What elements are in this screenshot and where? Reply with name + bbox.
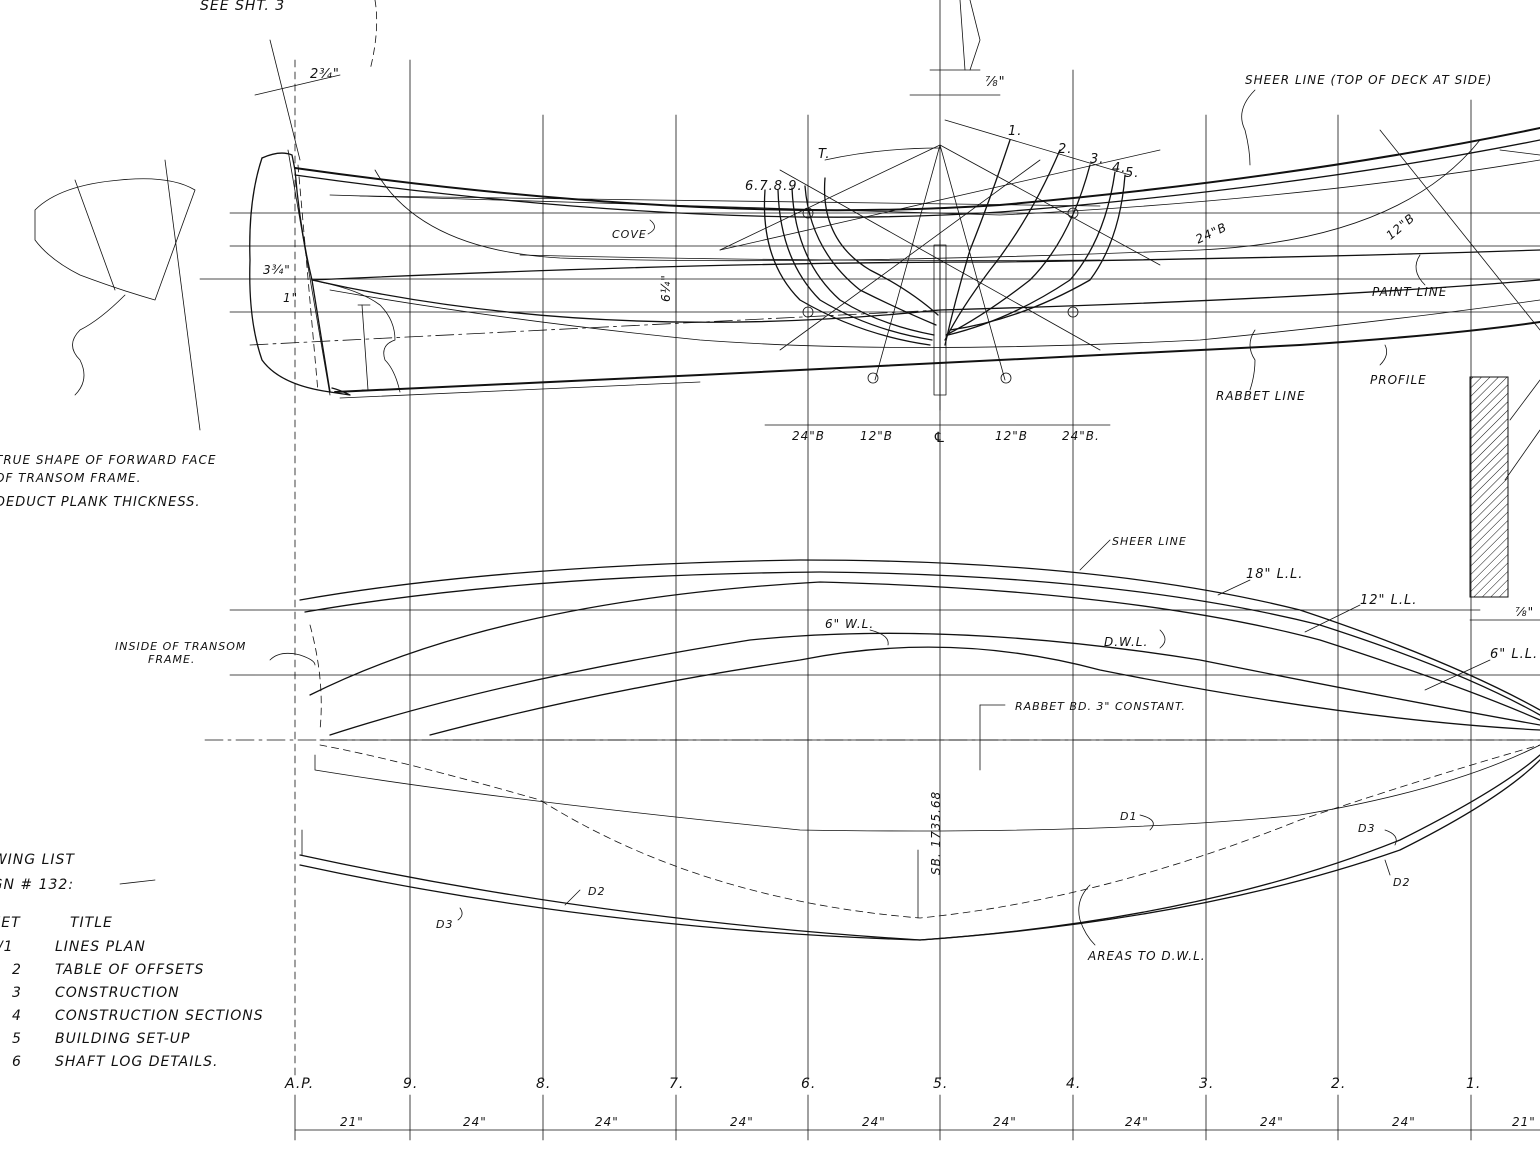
drawing-list-title-item-4: CONSTRUCTION SECTIONS [55, 1008, 264, 1024]
inside-transom-1: INSIDE OF TRANSOM [115, 640, 246, 653]
diagonals-plan [34, 159, 1540, 946]
drawing-list-title-item-3: CONSTRUCTION [55, 985, 180, 1001]
spacing-0: 21" [340, 1115, 364, 1129]
body-bottom-5: 24"B. [1062, 429, 1100, 443]
drawing-list-sheet-3: 3 [12, 985, 22, 1001]
drawing-list-sheet-2: 2 [12, 962, 22, 978]
drawing-list-sheet-5: 5 [12, 1031, 22, 1047]
body-stations-left: 6.7.8.9. [745, 179, 803, 194]
dim-7-8-right: ⅞" [1515, 605, 1534, 619]
station-2: 2. [1331, 1076, 1346, 1092]
station-5: 5. [933, 1076, 948, 1092]
dim-1: 1" [283, 291, 298, 305]
spacing-4: 24" [862, 1115, 886, 1129]
spacing-5: 24" [993, 1115, 1017, 1129]
drawing-list-col-sheet: SHEET [0, 915, 21, 931]
hb-18ll: 18" L.L. [1246, 567, 1303, 582]
station-ap: A.P. [284, 1076, 314, 1092]
rabbet-line-label: RABBET LINE [1216, 389, 1306, 403]
body-st5: 5. [1125, 166, 1139, 181]
hb-dwl: D.W.L. [1104, 635, 1148, 649]
areas-note: AREAS TO D.W.L. [1087, 949, 1206, 963]
spacing-3: 24" [730, 1115, 754, 1129]
spacing-2: 24" [595, 1115, 619, 1129]
drawing-list-title-item-1: LINES PLAN [55, 939, 146, 955]
rabbet-note: RABBET BD. 3" CONSTANT. [1015, 700, 1186, 713]
drawing-list-col-title: TITLE [70, 915, 113, 931]
diag-d2-left: D2 [588, 885, 605, 898]
hb-6ll: 6" L.L. [1490, 647, 1538, 662]
diag-d3-left: D3 [436, 918, 453, 931]
baseline-dimensions [294, 1094, 1540, 1141]
drawing-list-title-2: DESIGN # 132: [0, 877, 74, 893]
station-6: 6. [801, 1076, 816, 1092]
drawing-list-title-1: DRAWING LIST [0, 852, 75, 868]
body-st2: 2. [1058, 142, 1072, 157]
sheer-line-label: SHEER LINE (TOP OF DECK AT SIDE) [1245, 73, 1492, 87]
dim-3-3-4: 3¾" [263, 263, 291, 277]
body-transom-label: T. [818, 147, 831, 162]
diag-d2-right: D2 [1393, 876, 1410, 889]
station-grid [409, 0, 1472, 1081]
station-8: 8. [536, 1076, 551, 1092]
hb-12ll: 12" L.L. [1360, 593, 1417, 608]
body-st1: 1. [1008, 124, 1022, 139]
profile-label: PROFILE [1370, 373, 1427, 387]
transom-note-1: TRUE SHAPE OF FORWARD FACE [0, 453, 216, 467]
dim-6-1-4: 6¼" [659, 274, 673, 302]
paint-line-label: PAINT LINE [1372, 285, 1447, 299]
spacing-7: 24" [1260, 1115, 1284, 1129]
hb-sheer-line: SHEER LINE [1112, 535, 1187, 548]
transom-note-2: OF TRANSOM FRAME. [0, 471, 141, 485]
body-bottom-3: ℄ [933, 430, 947, 446]
dim-7-8-top: ⅞" [985, 75, 1006, 90]
station-9: 9. [403, 1076, 418, 1092]
body-st3: 3. [1090, 152, 1104, 167]
diag-d3-right: D3 [1358, 822, 1375, 835]
drawing-list-sheet-4: 4 [12, 1008, 22, 1024]
body-plan [719, 119, 1161, 426]
transom-note-3: DEDUCT PLANK THICKNESS. [0, 495, 201, 510]
station-3: 3. [1199, 1076, 1214, 1092]
labels: SEE SHT. 3 2¾" ⅞" 3¾" 1" 6¼" SHEER LINE … [0, 0, 1538, 1129]
diag-24b-label: 24"B [1193, 220, 1229, 247]
sb-label: SB. 1735.68 [929, 791, 943, 875]
profile-view [199, 0, 1540, 399]
dim-2-3-4: 2¾" [310, 67, 340, 82]
diag-12b-label: 12"B [1383, 211, 1417, 243]
body-bottom-4: 12"B [995, 429, 1028, 443]
spacing-6: 24" [1125, 1115, 1149, 1129]
hb-6wl: 6" W.L. [825, 617, 874, 631]
station-4: 4. [1066, 1076, 1081, 1092]
drawing-list-title-item-2: TABLE OF OFFSETS [55, 962, 204, 978]
body-st4: 4. [1112, 161, 1126, 176]
drawing-list-sheet-1: 1/1 [0, 939, 14, 955]
spacing-8: 24" [1392, 1115, 1416, 1129]
diag-d1: D1 [1120, 810, 1137, 823]
cove-label: COVE [612, 228, 647, 241]
spacing-1: 24" [463, 1115, 487, 1129]
station-1: 1. [1466, 1076, 1481, 1092]
drawing-list-title-item-5: BUILDING SET-UP [55, 1031, 191, 1047]
inside-transom-2: FRAME. [148, 653, 195, 666]
stem-hatch [1469, 376, 1509, 598]
half-breadth-plan [204, 376, 1540, 771]
drawing-list-sheet-6: 6 [12, 1054, 22, 1070]
drawing-list-title-item-6: SHAFT LOG DETAILS. [55, 1054, 218, 1070]
see-sheet-note: SEE SHT. 3 [200, 0, 285, 14]
station-7: 7. [669, 1076, 684, 1092]
body-bottom-1: 24"B [792, 429, 825, 443]
body-bottom-2: 12"B [860, 429, 893, 443]
spacing-9: 21" [1512, 1115, 1536, 1129]
